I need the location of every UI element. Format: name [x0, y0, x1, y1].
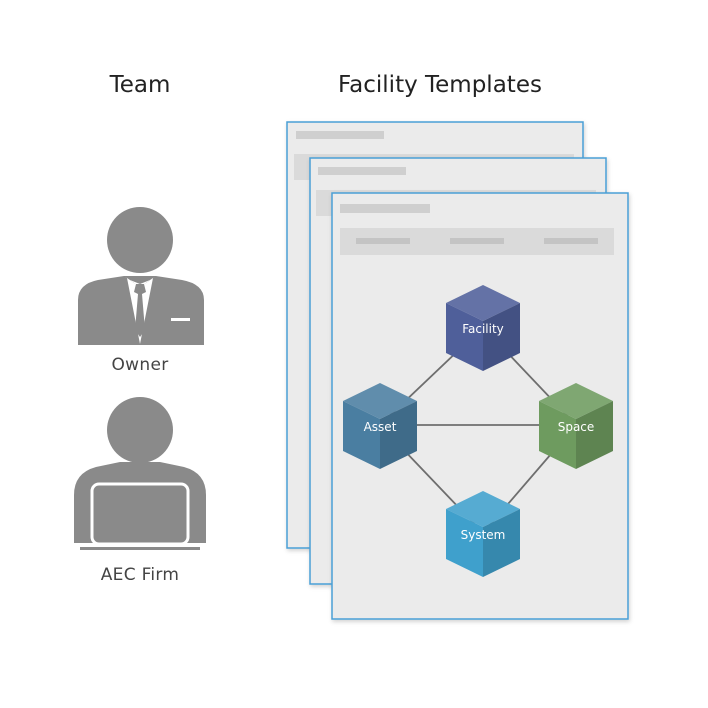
cube-face-left	[343, 401, 380, 469]
node-facility-label: Facility	[462, 322, 504, 336]
cube-face-left	[446, 509, 483, 577]
team-heading: Team	[109, 72, 171, 98]
cube-face-right	[380, 401, 417, 469]
node-space-label: Space	[558, 420, 595, 434]
owner-icon	[78, 207, 204, 345]
node-asset-cube: Asset	[343, 383, 417, 469]
node-space-cube: Space	[539, 383, 613, 469]
node-facility-cube: Facility	[446, 285, 520, 371]
cube-face-left	[539, 401, 576, 469]
cube-face-right	[483, 303, 520, 371]
node-system-cube: System	[446, 491, 520, 577]
node-asset-label: Asset	[364, 420, 397, 434]
cube-face-right	[576, 401, 613, 469]
cube-face-left	[446, 303, 483, 371]
owner-label: Owner	[111, 355, 169, 375]
node-system-label: System	[461, 528, 506, 542]
cube-face-right	[483, 509, 520, 577]
aec-firm-label: AEC Firm	[100, 565, 180, 585]
facility-templates-heading: Facility Templates	[338, 72, 542, 98]
aec-firm-icon	[74, 397, 206, 550]
